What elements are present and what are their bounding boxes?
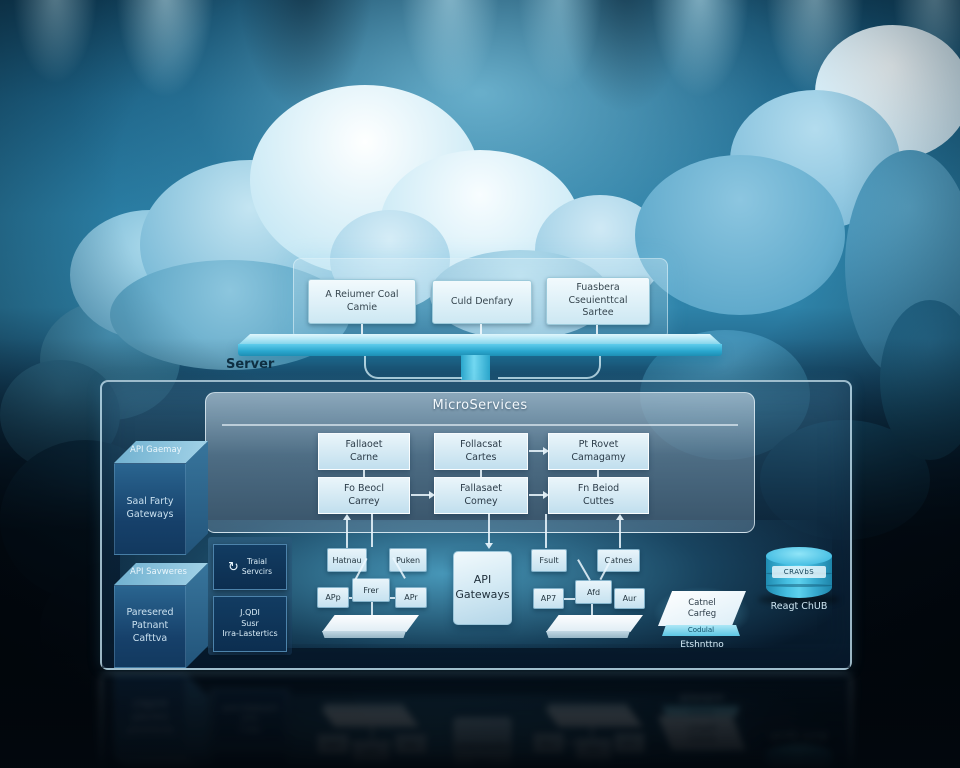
arrowhead-up	[616, 514, 624, 520]
platform-left-edge	[322, 631, 406, 638]
monitor-stand	[361, 324, 363, 335]
server-shelf-top	[238, 334, 722, 345]
microservice-box-4: Fo Beocl Carrey	[318, 477, 410, 514]
connector-line	[346, 520, 348, 548]
platform-left	[322, 615, 419, 632]
connector-line	[619, 520, 621, 548]
microservices-divider	[222, 424, 738, 426]
microservice-box-1: Fallaoet Carne	[318, 433, 410, 470]
node-box: APp	[317, 587, 349, 608]
api-gateway-box: API Gateways	[453, 551, 512, 625]
monitor-box-2: Culd Denfary	[432, 280, 532, 324]
edge-slab-top: Catnel Carfeg	[658, 591, 746, 626]
connector-line	[390, 597, 395, 599]
monitor-box-1: A Reiumer Coal Camie	[308, 279, 416, 324]
server-label: Server	[226, 357, 275, 372]
connector-curve-left	[364, 356, 462, 379]
connector-line	[349, 597, 352, 599]
node-box: Fsult	[531, 549, 567, 572]
node-box: Frer	[352, 578, 390, 602]
connector-line	[529, 450, 544, 452]
server-shelf	[238, 344, 722, 356]
infrastructure-box: J.QDI Susr Irra-Lastertics	[213, 596, 287, 652]
connector-line	[529, 494, 544, 496]
platform-right-edge	[546, 631, 630, 638]
sync-icon: ↻	[227, 559, 239, 575]
cube2-front-face: Paresered Patnant Cafttva	[114, 585, 186, 668]
arrowhead-right	[543, 447, 549, 455]
database-label: CRAVbS	[772, 566, 826, 578]
node-box: APr	[395, 587, 427, 608]
connector-line	[597, 470, 599, 477]
arrowhead-right	[429, 491, 435, 499]
node-box: Catnes	[597, 549, 640, 572]
microservice-box-6: Fn Beiod Cuttes	[548, 477, 649, 514]
connector-line	[411, 494, 430, 496]
connector-line	[363, 470, 365, 477]
arrowhead-down	[485, 543, 493, 549]
connector-line	[371, 602, 373, 617]
microservice-box-2: Follacsat Cartes	[434, 433, 528, 470]
connector-line	[564, 598, 575, 600]
connector-line	[591, 604, 593, 617]
microservices-title: MicroServices	[432, 398, 528, 413]
node-box: Puken	[389, 548, 427, 572]
connector-line	[488, 514, 490, 544]
cube2-side-face	[186, 563, 208, 668]
connector-curve-right	[498, 356, 601, 379]
monitor-stand	[596, 325, 598, 335]
connector-line	[545, 514, 547, 548]
trial-services-label: Traial Servcirs	[241, 557, 272, 576]
cube1-front-face: Saal Farty Gateways	[114, 463, 186, 555]
node-box: Afd	[575, 580, 612, 604]
monitor-box-3: Fuasbera Cseuienttcal Sartee	[546, 277, 650, 325]
database-caption: Reagt ChUB	[770, 601, 828, 612]
trial-services-box: ↻ Traial Servcirs	[213, 544, 287, 590]
connector-line	[371, 514, 373, 547]
cube1-top-face: API Gaemay	[114, 441, 208, 463]
database-cylinder-top	[766, 547, 832, 565]
cylinder-band	[766, 584, 832, 587]
edge-slab-caption: Etshnttno	[680, 640, 724, 650]
node-box: AP7	[533, 588, 564, 609]
database-shadow	[758, 594, 840, 605]
cube1-side-face	[186, 441, 208, 555]
microservice-box-5: Fallasaet Comey	[434, 477, 528, 514]
microservice-box-3: Pt Rovet Camagamy	[548, 433, 649, 470]
shelf-support-column	[461, 355, 490, 382]
platform-right	[546, 615, 643, 632]
arrowhead-right	[543, 491, 549, 499]
connector-line	[480, 470, 482, 477]
node-box: Aur	[614, 588, 645, 609]
cube2-top-face: API Savweres	[114, 563, 208, 585]
arrowhead-up	[343, 514, 351, 520]
monitor-stand	[480, 324, 482, 335]
infrastructure-label: J.QDI Susr Irra-Lastertics	[222, 607, 278, 639]
edge-slab-side: Codulal	[662, 625, 740, 636]
